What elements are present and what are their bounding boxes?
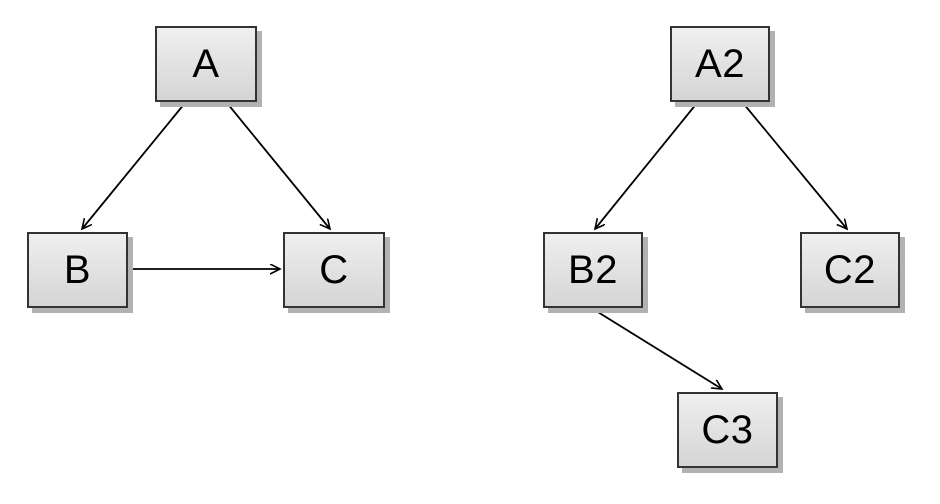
node-C3[interactable]: C3 (677, 392, 778, 468)
edge-group (82, 102, 847, 389)
edge-A-C (226, 102, 330, 229)
node-B[interactable]: B (27, 232, 128, 308)
node-C2[interactable]: C2 (800, 232, 900, 308)
node-label-A2: A2 (695, 42, 745, 86)
node-label-B2: B2 (568, 248, 618, 292)
node-C[interactable]: C (283, 232, 385, 308)
node-label-C3: C3 (701, 408, 754, 452)
node-label-B: B (63, 248, 92, 292)
node-label-C2: C2 (823, 248, 877, 292)
edge-A2-B2 (595, 102, 698, 229)
node-label-A: A (192, 42, 220, 86)
node-A[interactable]: A (155, 26, 257, 102)
edge-B2-C3 (592, 308, 722, 389)
node-B2[interactable]: B2 (543, 232, 643, 308)
node-A2[interactable]: A2 (670, 26, 770, 102)
node-label-C: C (319, 248, 349, 292)
edge-A2-C2 (742, 102, 847, 229)
edge-A-B (82, 102, 186, 229)
